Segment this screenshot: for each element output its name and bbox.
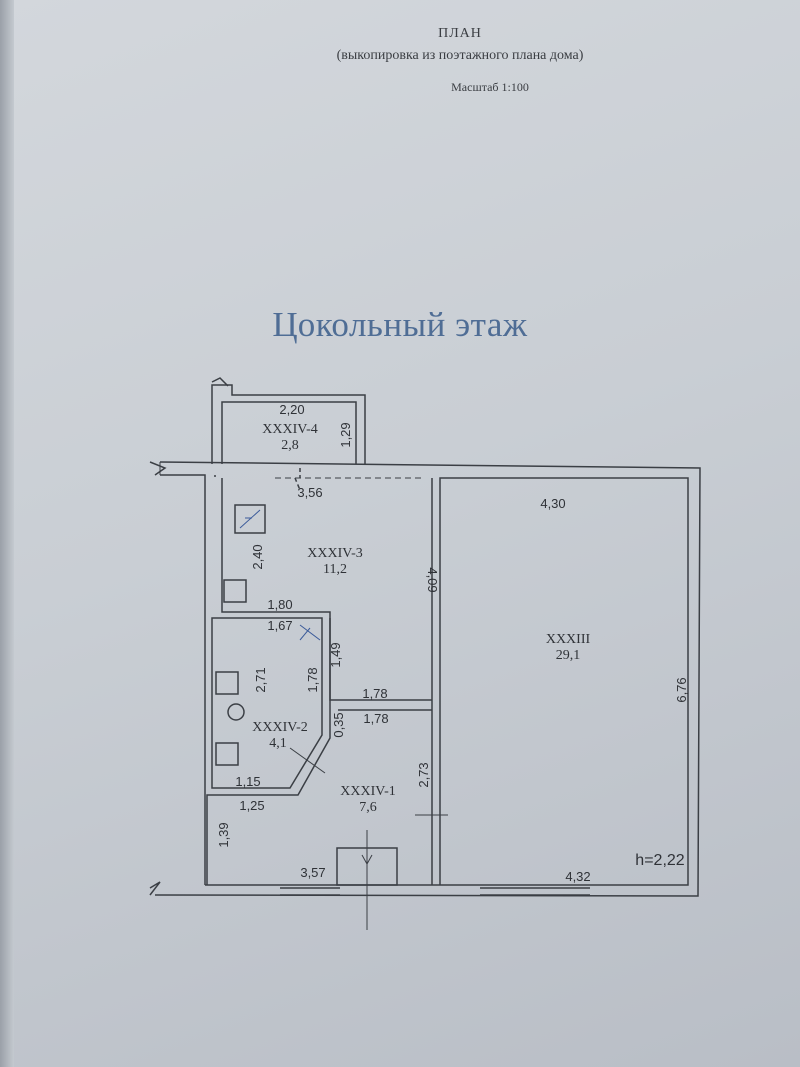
dimension: 0,35: [331, 712, 346, 737]
room-label: XXXIV-3: [307, 546, 362, 561]
room-area: 4,1: [269, 736, 287, 751]
room-area: 7,6: [359, 800, 377, 815]
dimension: 4,30: [540, 496, 565, 511]
page-edge: [0, 0, 14, 1067]
dimension: 4,09: [425, 567, 440, 592]
dimension: 2,20: [279, 402, 304, 417]
dimension: 1,49: [328, 642, 343, 667]
room-xxxiv-1-walls: [280, 709, 590, 930]
room-label: XXXIV-4: [262, 422, 317, 437]
dimension: 2,40: [250, 544, 265, 569]
dimension: 1,29: [338, 422, 353, 447]
room-xxxiv-2-walls: [206, 617, 331, 885]
dimension: 3,57: [300, 865, 325, 880]
windows: [280, 887, 590, 896]
toilet-icon: [227, 703, 245, 721]
room-label: XXXIV-1: [340, 784, 395, 799]
dimension: 3,56: [297, 485, 322, 500]
floor-title: Цокольный этаж: [272, 305, 528, 344]
ceiling-height-label: h=2,22: [635, 852, 684, 869]
dimension: 1,78: [363, 711, 388, 726]
dimension: 1,15: [235, 774, 260, 789]
shower-icon: [215, 671, 239, 695]
dimension: 2,73: [416, 762, 431, 787]
washbasin-icon: [215, 742, 239, 766]
dimension: 6,76: [674, 677, 689, 702]
room-label: XXXIII: [546, 632, 591, 647]
dimension: 1,78: [362, 686, 387, 701]
room-area: 29,1: [556, 648, 581, 663]
document-subtitle: (выкопировка из поэтажного плана дома): [336, 48, 584, 63]
boiler-icon: [299, 624, 321, 641]
room-label: XXXIV-2: [252, 720, 307, 735]
dimension: 2,71: [253, 667, 268, 692]
dimension: 1,67: [267, 618, 292, 633]
dimension: 1,78: [305, 667, 320, 692]
document-title: ПЛАН: [438, 26, 482, 41]
room-xxxiv-3-walls: [221, 468, 680, 701]
dimension: 1,25: [239, 798, 264, 813]
electrical-panel-icon: [234, 504, 266, 534]
scale-label: Масштаб 1:100: [451, 80, 529, 94]
room-area: 2,8: [281, 438, 299, 453]
dimension: 4,32: [565, 869, 590, 884]
sink-icon: [223, 579, 247, 603]
arrow-down-icon: [361, 854, 373, 866]
outer-walls: [149, 461, 701, 897]
room-area: 11,2: [323, 562, 347, 577]
dimension: 1,39: [216, 822, 231, 847]
room-xxxiv-4-walls: [211, 377, 366, 464]
dimension: 1,80: [267, 597, 292, 612]
